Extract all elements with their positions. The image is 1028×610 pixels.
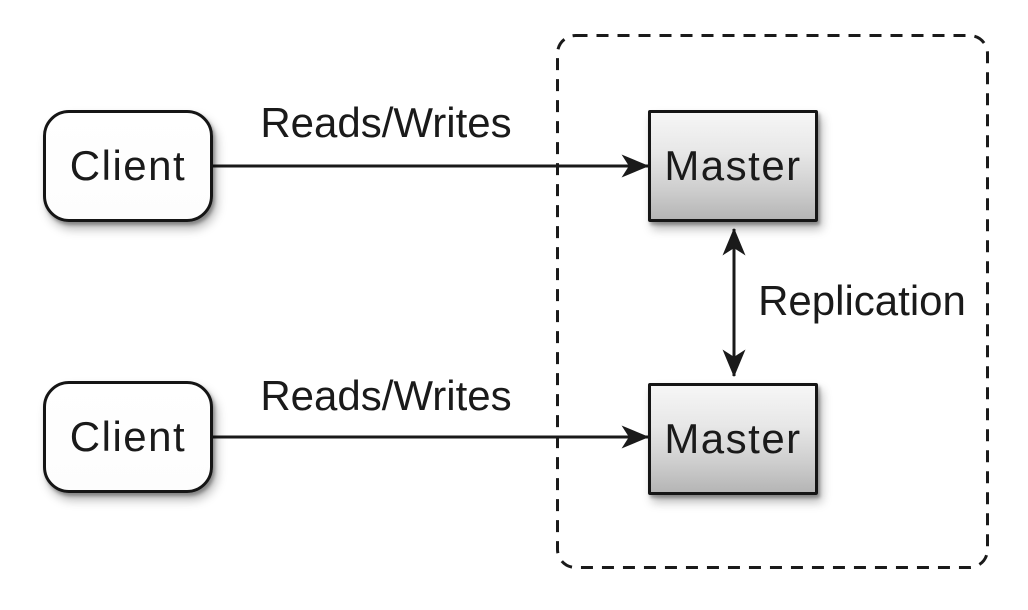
client-node-bottom: Client xyxy=(43,381,213,493)
master-node-bottom-label: Master xyxy=(664,415,802,462)
master-node-bottom: Master xyxy=(648,383,818,495)
client-node-top-label: Client xyxy=(69,142,187,189)
client-node-top: Client xyxy=(43,110,213,222)
master-node-top: Master xyxy=(648,110,818,222)
replication-label: Replication xyxy=(758,277,966,324)
reads-writes-label-bottom: Reads/Writes xyxy=(260,372,512,419)
client-node-bottom-label: Client xyxy=(69,413,187,460)
reads-writes-label-top: Reads/Writes xyxy=(260,99,512,146)
master-node-top-label: Master xyxy=(664,142,802,189)
replication-group-boundary xyxy=(556,34,989,569)
